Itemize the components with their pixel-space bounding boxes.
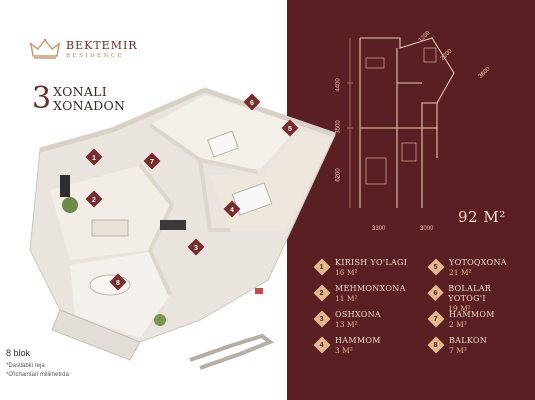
- svg-text:8: 8: [116, 280, 120, 287]
- technical-floor-plan: [347, 37, 455, 208]
- svg-text:6: 6: [250, 100, 254, 107]
- svg-text:1: 1: [92, 155, 96, 162]
- svg-text:4: 4: [230, 207, 234, 214]
- brand-name: BEKTEMIR: [66, 39, 138, 52]
- note-2: *O'lchamlari millimetrda: [6, 372, 69, 378]
- svg-text:3: 3: [194, 245, 198, 252]
- total-area: 92 M²: [458, 208, 506, 226]
- crown-icon: [30, 38, 60, 59]
- page-title: 3 XONALI XONADON: [32, 84, 125, 114]
- isometric-floor-plan: 1 2 3 4 5 6 7 8: [29, 87, 336, 370]
- block-label: 8 blok: [6, 348, 31, 358]
- title-line-2: XONADON: [53, 98, 126, 113]
- footnotes: 8 blok *Dastlabki reja *O'lchamlari mill…: [6, 348, 69, 380]
- svg-text:2: 2: [92, 197, 96, 204]
- rooms-count: 3: [32, 81, 52, 116]
- svg-text:7: 7: [150, 159, 154, 166]
- note-1: *Dastlabki reja: [6, 363, 45, 369]
- svg-text:5: 5: [288, 126, 292, 133]
- title-line-1: XONALI: [53, 84, 108, 99]
- brand-subtitle: RESIDENCE: [66, 53, 125, 59]
- brand-logo: BEKTEMIR RESIDENCE: [30, 38, 138, 60]
- right-panel: [287, 0, 535, 400]
